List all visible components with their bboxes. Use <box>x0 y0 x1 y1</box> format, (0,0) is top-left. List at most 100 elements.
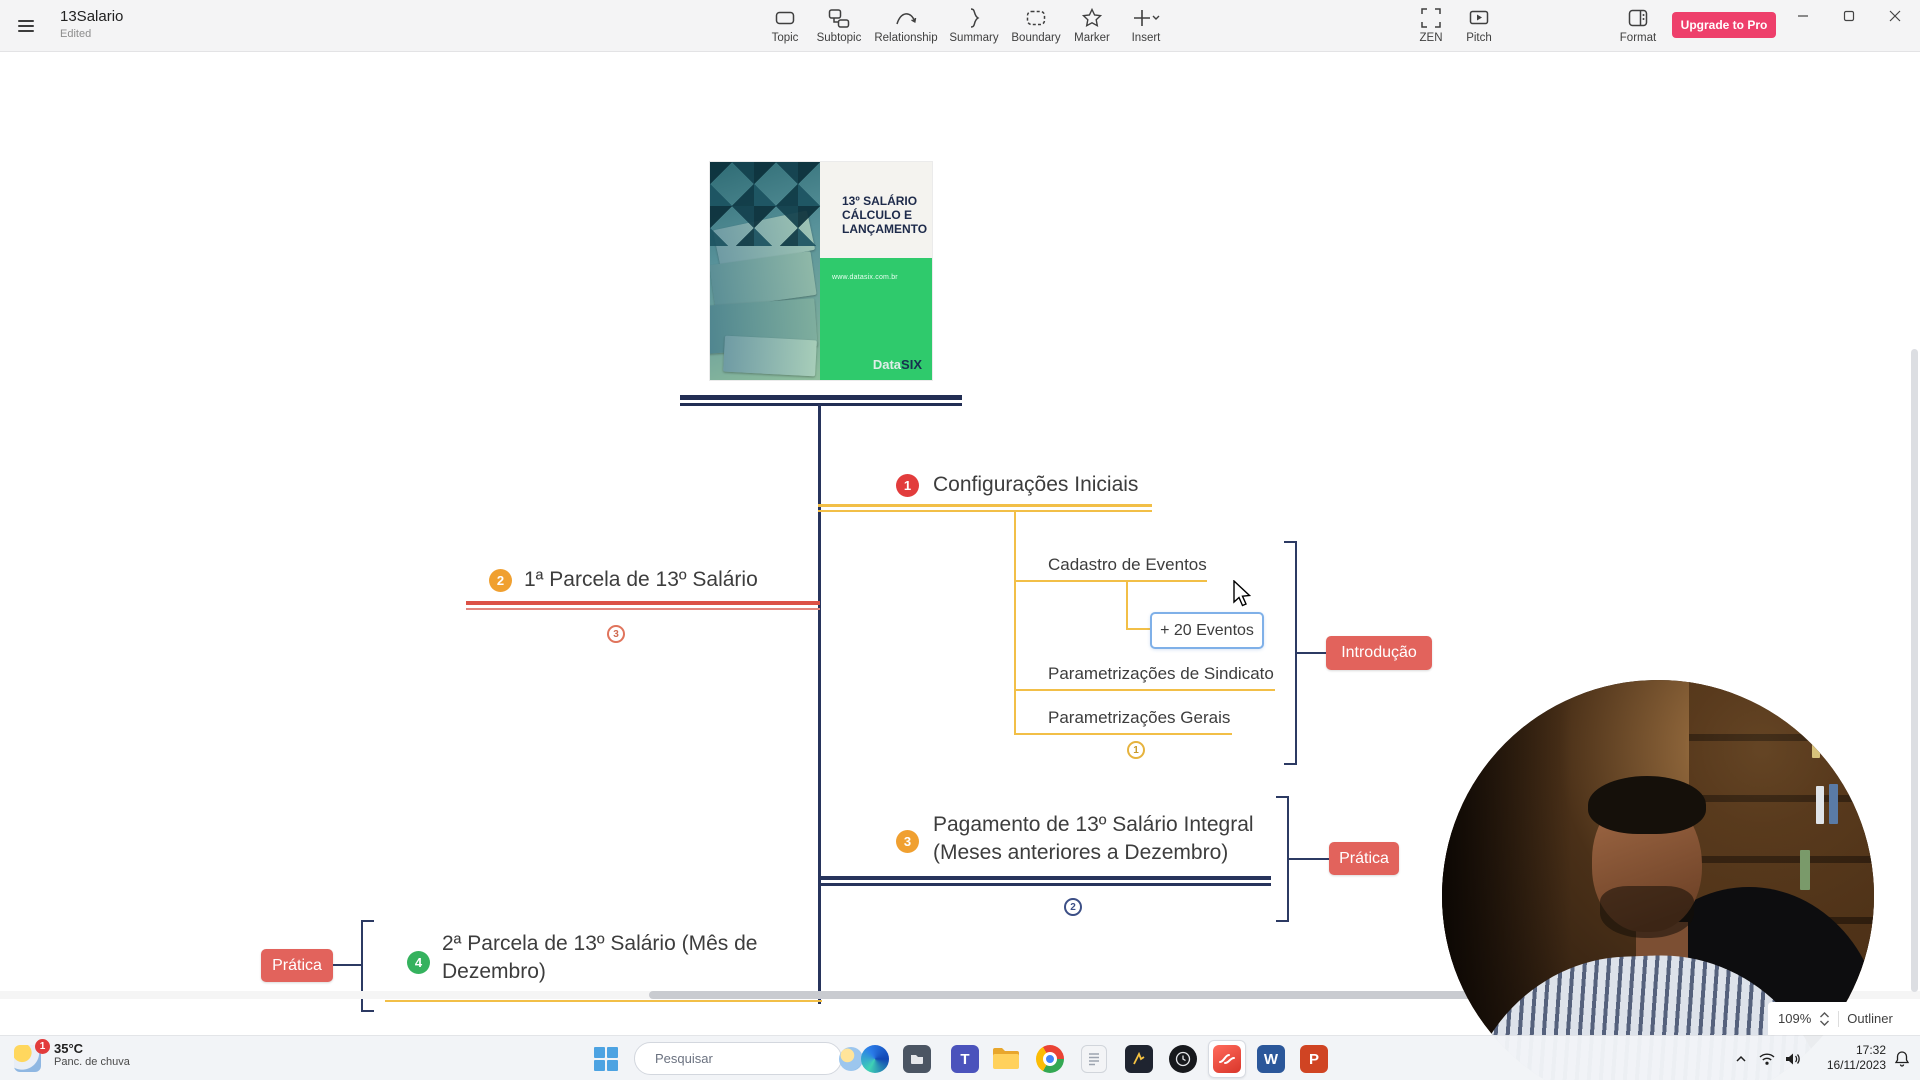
search-weather-icon <box>839 1046 863 1071</box>
taskbar-app-notes[interactable] <box>1075 1040 1113 1078</box>
book-spine <box>1816 786 1824 824</box>
topic-pagamento-line1[interactable]: Pagamento de 13º Salário Integral <box>933 813 1254 836</box>
taskbar-app-dark[interactable] <box>1120 1040 1158 1078</box>
topic-icon <box>775 11 795 25</box>
marker-priority-2[interactable]: 2 <box>489 569 512 592</box>
subtopic-button[interactable]: Subtopic <box>799 7 879 44</box>
xmind-icon <box>1213 1045 1241 1073</box>
summary-topic-introducao[interactable]: Introdução <box>1326 636 1432 670</box>
topic-cadastro-de-eventos[interactable]: Cadastro de Eventos <box>1048 555 1207 574</box>
insert-button[interactable]: Insert <box>1106 7 1186 44</box>
person-hair <box>1588 776 1706 834</box>
document-title[interactable]: 13Salario <box>60 8 124 25</box>
pitch-button[interactable]: Pitch <box>1439 7 1519 44</box>
topic-button[interactable]: Topic <box>745 7 825 44</box>
branch3-underline <box>818 876 1271 886</box>
summary-bracket-introducao[interactable] <box>1284 541 1297 765</box>
subtopic-icon <box>828 9 850 28</box>
taskbar-app-chrome[interactable] <box>1031 1040 1069 1078</box>
pratica3-label: Prática <box>1339 849 1389 867</box>
tray-network[interactable] <box>1758 1036 1776 1080</box>
marker-button[interactable]: Marker <box>1052 7 1132 44</box>
tray-notifications[interactable] <box>1894 1036 1910 1080</box>
maximize-button[interactable] <box>1826 0 1872 32</box>
word-icon: W <box>1257 1045 1285 1073</box>
tray-volume[interactable] <box>1784 1036 1802 1080</box>
zen-icon <box>1421 8 1441 28</box>
summary-bracket-pratica4[interactable] <box>361 920 374 1012</box>
topic-segunda-parcela-line1[interactable]: 2ª Parcela de 13º Salário (Mês de <box>442 932 758 955</box>
clock-icon <box>1169 1045 1197 1073</box>
mindmap-canvas[interactable]: 13º SALÁRIO CÁLCULO E LANÇAMENTO www.dat… <box>0 52 1920 1080</box>
book-spine <box>1824 716 1834 758</box>
summary-button[interactable]: Summary <box>934 7 1014 44</box>
central-topic-cover[interactable]: 13º SALÁRIO CÁLCULO E LANÇAMENTO www.dat… <box>710 162 932 380</box>
topic-segunda-parcela-line2[interactable]: Dezembro) <box>442 960 546 983</box>
relationship-button[interactable]: Relationship <box>866 7 946 44</box>
boundary-button[interactable]: Boundary <box>996 7 1076 44</box>
maximize-icon <box>1843 10 1855 22</box>
collapse-badge-parcela1[interactable]: 3 <box>607 625 625 643</box>
tray-chevron[interactable] <box>1734 1036 1748 1080</box>
marker-priority-4[interactable]: 4 <box>407 951 430 974</box>
pratica4-label: Prática <box>272 956 322 974</box>
format-button[interactable]: Format <box>1598 7 1678 44</box>
marker-priority-1[interactable]: 1 <box>896 474 919 497</box>
folder-icon <box>993 1048 1019 1069</box>
cover-triangle-pattern <box>710 162 822 246</box>
minimize-icon <box>1798 15 1808 17</box>
topic-parametrizacoes-gerais[interactable]: Parametrizações Gerais <box>1048 708 1231 727</box>
summary-topic-pratica4[interactable]: Prática <box>261 949 333 982</box>
topic-parametrizacoes-sindicato[interactable]: Parametrizações de Sindicato <box>1048 664 1274 683</box>
taskbar-app-edge[interactable] <box>856 1040 894 1078</box>
statusbar-divider <box>1838 1010 1840 1027</box>
topic-20-eventos-selected[interactable]: + 20 Eventos <box>1150 612 1264 649</box>
sindicato-underline <box>1014 689 1275 691</box>
taskbar-app-powerpoint[interactable]: P <box>1295 1040 1333 1078</box>
boundary-icon <box>1026 10 1046 26</box>
close-button[interactable] <box>1872 0 1918 32</box>
tray-clock[interactable]: 17:32 16/11/2023 <box>1806 1043 1886 1073</box>
cover-title-panel <box>820 162 932 258</box>
branch1-underline <box>818 504 1152 512</box>
taskbar-app-word[interactable]: W <box>1252 1040 1290 1078</box>
wifi-icon <box>1759 1052 1775 1065</box>
eventos-connector-h <box>1126 628 1150 630</box>
close-icon <box>1889 10 1901 22</box>
insert-plus-icon <box>1134 10 1160 26</box>
topic-configuracoes-iniciais[interactable]: Configurações Iniciais <box>933 473 1139 496</box>
zoom-stepper-icon[interactable] <box>1819 1011 1830 1027</box>
zen-button[interactable]: ZEN <box>1391 7 1471 44</box>
taskbar-app-clock[interactable] <box>1164 1040 1202 1078</box>
brand-light-text: Data <box>872 357 902 372</box>
taskbar-app-xmind-active[interactable] <box>1208 1040 1246 1078</box>
brand-bold-text: SIX <box>901 357 922 372</box>
taskbar-app-explorer[interactable] <box>987 1040 1025 1078</box>
collapse-badge-gerais[interactable]: 1 <box>1127 741 1145 759</box>
start-button[interactable] <box>587 1040 625 1078</box>
collapse-badge-pagamento[interactable]: 2 <box>1064 898 1082 916</box>
powerpoint-icon: P <box>1300 1045 1328 1073</box>
vertical-scrollbar-thumb[interactable] <box>1911 349 1918 992</box>
outliner-button[interactable]: Outliner <box>1847 1011 1893 1026</box>
summary-topic-pratica3[interactable]: Prática <box>1329 842 1399 875</box>
upgrade-to-pro-button[interactable]: Upgrade to Pro <box>1672 12 1776 38</box>
zoom-level[interactable]: 109% <box>1778 1011 1812 1026</box>
taskbar-app-teams[interactable]: T <box>946 1040 984 1078</box>
taskbar-search[interactable] <box>634 1042 863 1075</box>
weather-widget[interactable]: 1 35°C Panc. de chuva <box>14 1039 130 1072</box>
taskbar-app-files[interactable] <box>898 1040 936 1078</box>
search-input[interactable] <box>655 1051 831 1066</box>
cover-url-text: www.datasix.com.br <box>832 274 898 281</box>
menu-icon[interactable] <box>12 12 40 40</box>
horizontal-scrollbar-thumb[interactable] <box>649 991 1518 999</box>
notepad-icon <box>1081 1045 1107 1073</box>
topic-pagamento-line2[interactable]: (Meses anteriores a Dezembro) <box>933 841 1229 864</box>
marker-priority-3[interactable]: 3 <box>896 830 919 853</box>
topic-primeira-parcela[interactable]: 1ª Parcela de 13º Salário <box>524 568 758 591</box>
banknote <box>723 335 817 377</box>
volume-icon <box>1786 1053 1800 1064</box>
minimize-button[interactable] <box>1780 0 1826 32</box>
notification-count-badge: 1 <box>35 1039 50 1054</box>
summary-bracket-pratica3[interactable] <box>1276 796 1289 922</box>
